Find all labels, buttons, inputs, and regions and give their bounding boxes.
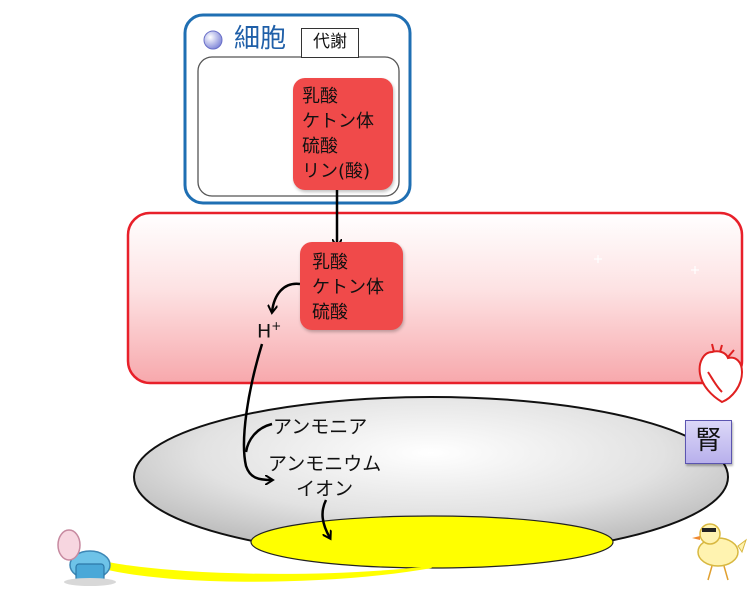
ammonium-ion-line: イオン [296, 478, 354, 500]
toilet-icon [57, 529, 116, 586]
blood-acid-item: 乳酸 [312, 252, 348, 273]
hydrogen-ion-charge: + [271, 319, 282, 333]
ammonium-ion-line: アンモニウム [268, 453, 382, 475]
kidney-label: 腎 [685, 420, 732, 464]
blood-band [126, 211, 744, 385]
urine-pool [250, 515, 614, 569]
cell-acid-item: リン(酸) [302, 161, 371, 182]
cell-acid-item: 硫酸 [302, 136, 338, 157]
circle-bullet-icon [203, 30, 223, 50]
arrow-ammonium-to-urine [321, 499, 330, 538]
ammonium-ion-label: アンモニウム イオン [268, 452, 381, 502]
cell-acid-item: ケトン体 [302, 111, 374, 132]
arrow-h-to-ammonium [242, 343, 272, 480]
cell-acid-item: 乳酸 [302, 86, 338, 107]
sparkle-icon [594, 255, 699, 274]
urine-stream [108, 562, 432, 582]
metabolism-label: 代謝 [301, 28, 359, 58]
arrow-acid-to-h [272, 282, 301, 312]
hydrogen-ion-label: H+ [257, 319, 281, 342]
cell-acid-box: 乳酸 ケトン体 硫酸 リン(酸) [293, 78, 393, 190]
blood-acid-box: 乳酸 ケトン体 硫酸 [300, 242, 403, 330]
cell-title: 細胞 [234, 24, 287, 54]
heart-icon [698, 343, 744, 404]
hydrogen-ion-base: H [257, 320, 272, 343]
arrow-ammonia-join [244, 422, 273, 453]
blood-acid-item: 硫酸 [312, 302, 348, 323]
ammonia-label: アンモニア [273, 416, 368, 438]
blood-acid-item: ケトン体 [312, 277, 384, 298]
bird-icon [692, 523, 747, 581]
